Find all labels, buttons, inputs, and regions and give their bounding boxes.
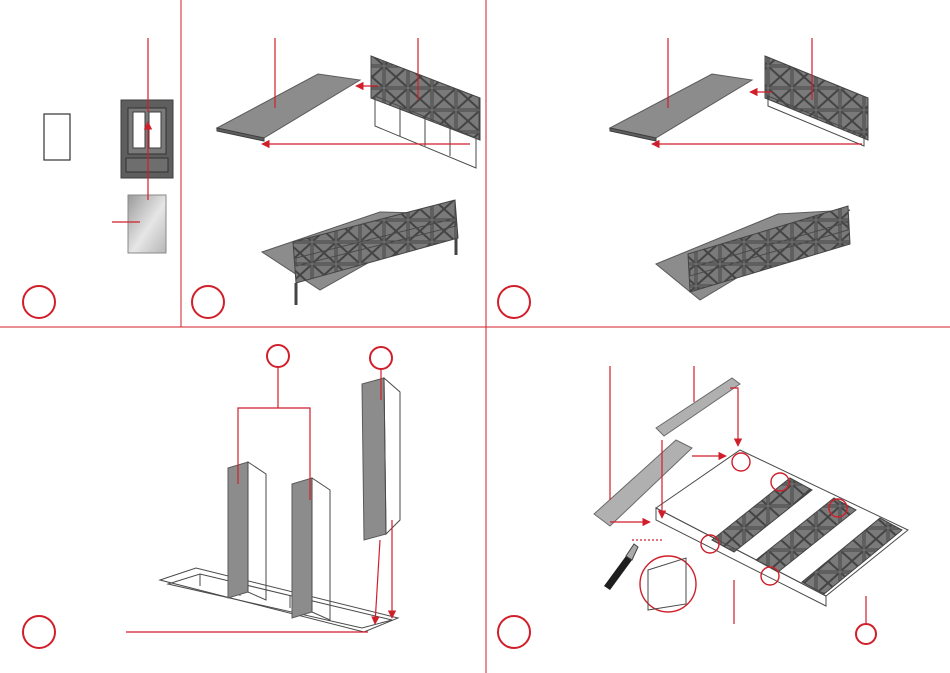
wall-panel-middle — [292, 478, 330, 620]
insert-arrow — [375, 540, 380, 624]
base-frame — [160, 568, 398, 632]
truss-frame-icon — [371, 56, 480, 168]
panel-2 — [192, 38, 480, 318]
glue-point-circle — [732, 453, 750, 471]
glass-pane-icon — [128, 195, 166, 253]
window-frame-icon — [121, 100, 173, 178]
sub-step-circle — [856, 624, 876, 644]
wall-panel-left — [228, 462, 266, 600]
sub-step-circle — [267, 345, 289, 367]
top-rail — [656, 378, 740, 436]
hobby-knife-icon — [604, 544, 638, 590]
sub-step-circle — [370, 347, 392, 369]
step-circle — [498, 616, 530, 648]
step-circle — [23, 286, 55, 318]
assembled-roof-section — [262, 200, 458, 305]
panel-3 — [498, 38, 868, 318]
panel-5 — [498, 366, 908, 648]
roof-plate-icon — [217, 74, 360, 141]
panel-1 — [23, 38, 173, 318]
roof-plate-icon — [610, 74, 752, 141]
step-circle — [192, 286, 224, 318]
step-circle — [23, 616, 55, 648]
wall-panel-right — [362, 378, 400, 540]
attach-arrow — [730, 388, 738, 446]
magnifier-detail-icon — [632, 540, 696, 612]
side-plate — [594, 440, 692, 526]
small-outline-rectangle — [44, 114, 70, 160]
step-circle — [498, 286, 530, 318]
assembled-roof-section — [656, 206, 850, 300]
glue-point-circle — [761, 567, 779, 585]
panel-4 — [23, 345, 400, 648]
truss-frame-icon — [765, 56, 868, 146]
